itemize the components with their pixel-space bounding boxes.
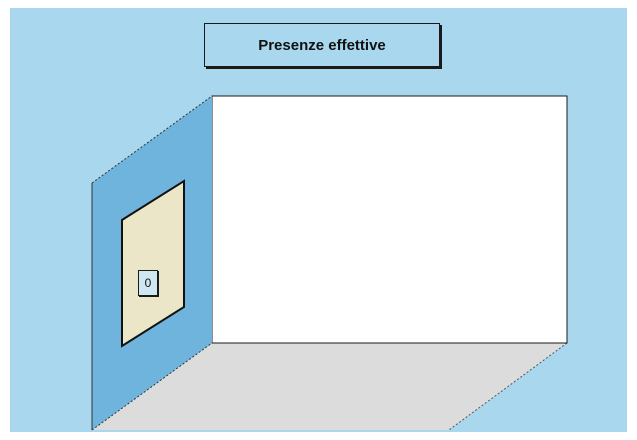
- presenze-effettive-button[interactable]: Presenze effettive: [204, 23, 440, 67]
- back-wall: [212, 96, 567, 343]
- presence-counter[interactable]: 0: [138, 270, 158, 296]
